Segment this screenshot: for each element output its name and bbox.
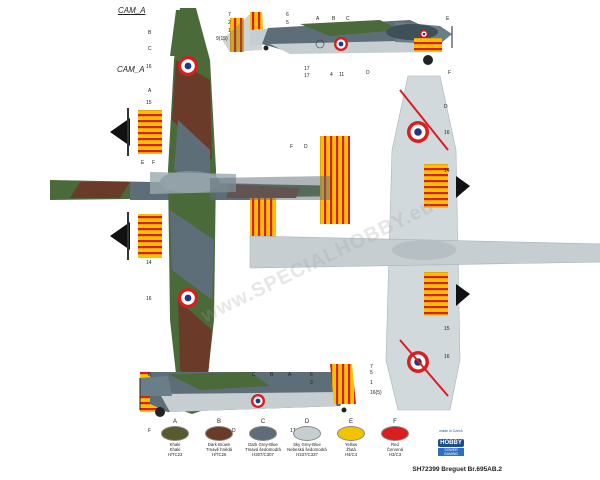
callout: D xyxy=(366,70,370,76)
callout: 16 xyxy=(146,296,152,302)
logo-small-text: made in Czech xyxy=(439,429,463,433)
callout: 6 xyxy=(286,12,289,18)
callout: 17 xyxy=(304,66,310,72)
legend-code: H4/C4 xyxy=(344,452,358,457)
legend-item-d: D Sky Grey-Blue Nebeská šedomodrá H337/C… xyxy=(287,419,327,457)
callout: 14 xyxy=(146,260,152,266)
color-swatch xyxy=(337,426,365,441)
legend-name: Sky Grey-Blue xyxy=(293,442,321,447)
callout: E xyxy=(148,372,152,378)
callout: D xyxy=(304,144,308,150)
legend-code: H/TC23 xyxy=(167,452,183,457)
legend-czech: Nebeská šedomodrá xyxy=(287,447,327,452)
callout: 15 xyxy=(444,326,450,332)
legend-letter: D xyxy=(304,419,310,425)
engine-nacelle-right xyxy=(138,214,162,258)
color-swatch xyxy=(293,426,321,441)
legend-czech: Tmavě hnědá xyxy=(205,447,233,452)
legend-code: H337/C337 xyxy=(296,452,318,457)
legend-item-c: C Dark Grey-Blue Tmavá šedomodrá H307/C3… xyxy=(243,419,283,457)
legend-czech: Žlutá xyxy=(346,447,356,452)
legend-item-e: E Yellow Žlutá H4/C4 xyxy=(331,419,371,457)
legend-czech: Červená xyxy=(386,447,404,452)
legend-name: Dark Grey-Blue xyxy=(248,442,278,447)
legend-name: Red xyxy=(391,442,399,447)
legend-name: Dark Brown xyxy=(207,442,231,447)
callout: 17 xyxy=(290,428,296,434)
callout: D xyxy=(444,104,448,110)
callout: 7 xyxy=(228,12,231,18)
callout: A xyxy=(288,372,292,378)
callout: 6 xyxy=(310,372,313,378)
color-swatch xyxy=(161,426,189,441)
kit-code: SH72399 xyxy=(412,466,440,473)
legend-item-a: A Khaki Khaki H/TC23 xyxy=(155,419,195,457)
legend-letter: E xyxy=(348,419,353,425)
callout: 2 xyxy=(228,20,231,26)
legend-letter: C xyxy=(260,419,266,425)
callout: 4 xyxy=(330,72,333,78)
legend-code: H307/C307 xyxy=(252,452,274,457)
side-profile-bottom xyxy=(139,364,356,417)
legend-letter: F xyxy=(393,419,397,425)
callout: 3 xyxy=(310,380,313,386)
color-swatch xyxy=(381,426,409,441)
callout: 16 xyxy=(146,64,152,70)
callout: F xyxy=(152,160,156,166)
callout: C xyxy=(346,16,350,22)
callout: C xyxy=(148,46,152,52)
legend-czech: Khaki xyxy=(169,447,181,452)
callout: F xyxy=(290,144,294,150)
callout: 7 xyxy=(370,364,373,370)
view-label: CAM_A xyxy=(117,65,145,74)
nacelle-stripes xyxy=(414,38,442,52)
callout: B xyxy=(148,30,152,36)
callout: D xyxy=(232,428,236,434)
callout: C xyxy=(252,372,256,378)
page-title: CAM_A xyxy=(118,6,146,15)
logo-main-text: HOBBY xyxy=(438,439,464,447)
legend-item-b: B Dark Brown Tmavě hnědá H/TC26 xyxy=(199,419,239,457)
callout: 11 xyxy=(339,72,345,78)
legend-code: H3/C3 xyxy=(388,452,402,457)
color-swatch xyxy=(249,426,277,441)
callout: 16(5) xyxy=(370,390,382,396)
callout: 16 xyxy=(444,354,450,360)
legend-name: Yellow xyxy=(344,442,358,447)
kit-model: Breguet Br.695AB.2 xyxy=(441,466,502,473)
callout: 5 xyxy=(370,370,373,376)
callout: 1 xyxy=(228,28,231,34)
special-hobby-logo: made in Czech HOBBY SOWER GAMING xyxy=(438,429,464,459)
callout: E xyxy=(141,160,145,166)
callout: E xyxy=(446,16,450,22)
footer-caption: SH72399 Breguet Br.695AB.2 xyxy=(412,466,502,473)
callout: B xyxy=(270,372,274,378)
legend-item-f: F Red Červená H3/C3 xyxy=(375,419,415,457)
paint-legend: A Khaki Khaki H/TC23 B Dark Brown Tmavě … xyxy=(155,419,415,457)
plan-view-lower xyxy=(249,75,600,411)
callout: B xyxy=(332,16,336,22)
logo-sub-text: SOWER GAMING xyxy=(438,448,464,456)
callout: 5 xyxy=(286,20,289,26)
legend-czech: Tmavá šedomodrá xyxy=(245,447,281,452)
callout: F xyxy=(148,428,152,434)
callout: F xyxy=(448,70,452,76)
callout: 14 xyxy=(444,168,450,174)
callout: 15 xyxy=(146,100,152,106)
tail-fin-stripes xyxy=(230,18,244,52)
color-swatch xyxy=(205,426,233,441)
callout: A xyxy=(148,88,152,94)
callout: 9(15) xyxy=(216,36,228,42)
legend-letter: A xyxy=(172,419,177,425)
side-profile-top xyxy=(222,12,453,65)
callout: 16 xyxy=(444,130,450,136)
legend-name: Khaki xyxy=(169,442,181,447)
callout: A xyxy=(316,16,320,22)
legend-letter: B xyxy=(216,419,221,425)
legend-code: H/TC26 xyxy=(211,452,227,457)
callout: 1 xyxy=(370,380,373,386)
engine-nacelle-left xyxy=(138,110,162,154)
callout: 17 xyxy=(304,73,310,79)
